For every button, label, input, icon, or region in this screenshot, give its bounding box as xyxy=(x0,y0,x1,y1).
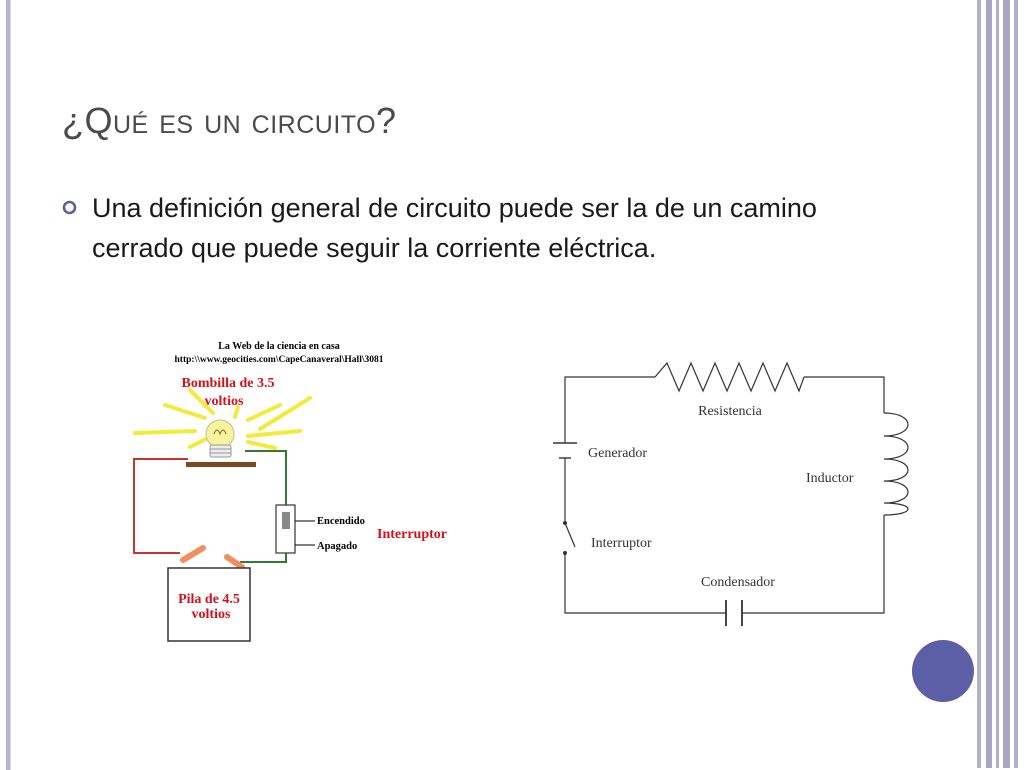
frame-right-band-1 xyxy=(977,0,981,768)
battery-label-line2: voltios xyxy=(192,607,231,622)
generator-label: Generador xyxy=(588,446,647,461)
resistor-symbol xyxy=(654,361,805,393)
source-url: http:\\www.geocities.com\CapeCanaveral\H… xyxy=(175,355,384,365)
schematic-switch-label: Interruptor xyxy=(591,536,652,551)
bulb-icon xyxy=(205,419,235,458)
bullet-circle-icon xyxy=(62,200,77,215)
circuit-schematic: Resistencia Generador Inductor Interrupt… xyxy=(553,361,909,626)
schematic-switch-symbol xyxy=(563,521,576,555)
bulb-label-line2: voltios xyxy=(205,394,244,409)
battery-terminals xyxy=(180,545,245,570)
bulb-label-line1: Bombilla de 3.5 xyxy=(182,376,275,391)
frame-right-band-2 xyxy=(986,0,992,768)
switch-label: Interruptor xyxy=(377,527,447,542)
battery-label-line1: Pila de 4.5 xyxy=(178,592,240,607)
capacitor-symbol xyxy=(725,600,743,626)
inductor-symbol xyxy=(883,412,909,516)
source-title: La Web de la ciencia en casa xyxy=(218,341,339,352)
frame-right-band-4 xyxy=(1003,0,1010,768)
light-rays xyxy=(133,388,312,450)
switch-on-label: Encendido xyxy=(317,516,365,527)
switch-icon xyxy=(275,504,315,554)
bulb-holder xyxy=(186,462,256,467)
inductor-label: Inductor xyxy=(806,471,854,486)
schematic-wires xyxy=(564,376,885,614)
frame-right-band-5 xyxy=(1014,0,1018,768)
wires xyxy=(133,450,287,563)
slide-title: ¿Qué es un circuito? xyxy=(62,100,397,141)
resistor-label: Resistencia xyxy=(698,404,763,419)
bulb-circuit-illustration: La Web de la ciencia en casa http:\\www.… xyxy=(133,341,447,642)
generator-symbol xyxy=(553,442,577,459)
switch-off-label: Apagado xyxy=(317,541,357,552)
frame-right-band-3 xyxy=(996,0,999,768)
battery-box xyxy=(167,567,251,642)
decorative-circle xyxy=(912,640,974,702)
bullet-text: Una definición general de circuito puede… xyxy=(92,193,817,263)
capacitor-label: Condensador xyxy=(701,575,775,590)
frame-left-border xyxy=(6,0,11,770)
